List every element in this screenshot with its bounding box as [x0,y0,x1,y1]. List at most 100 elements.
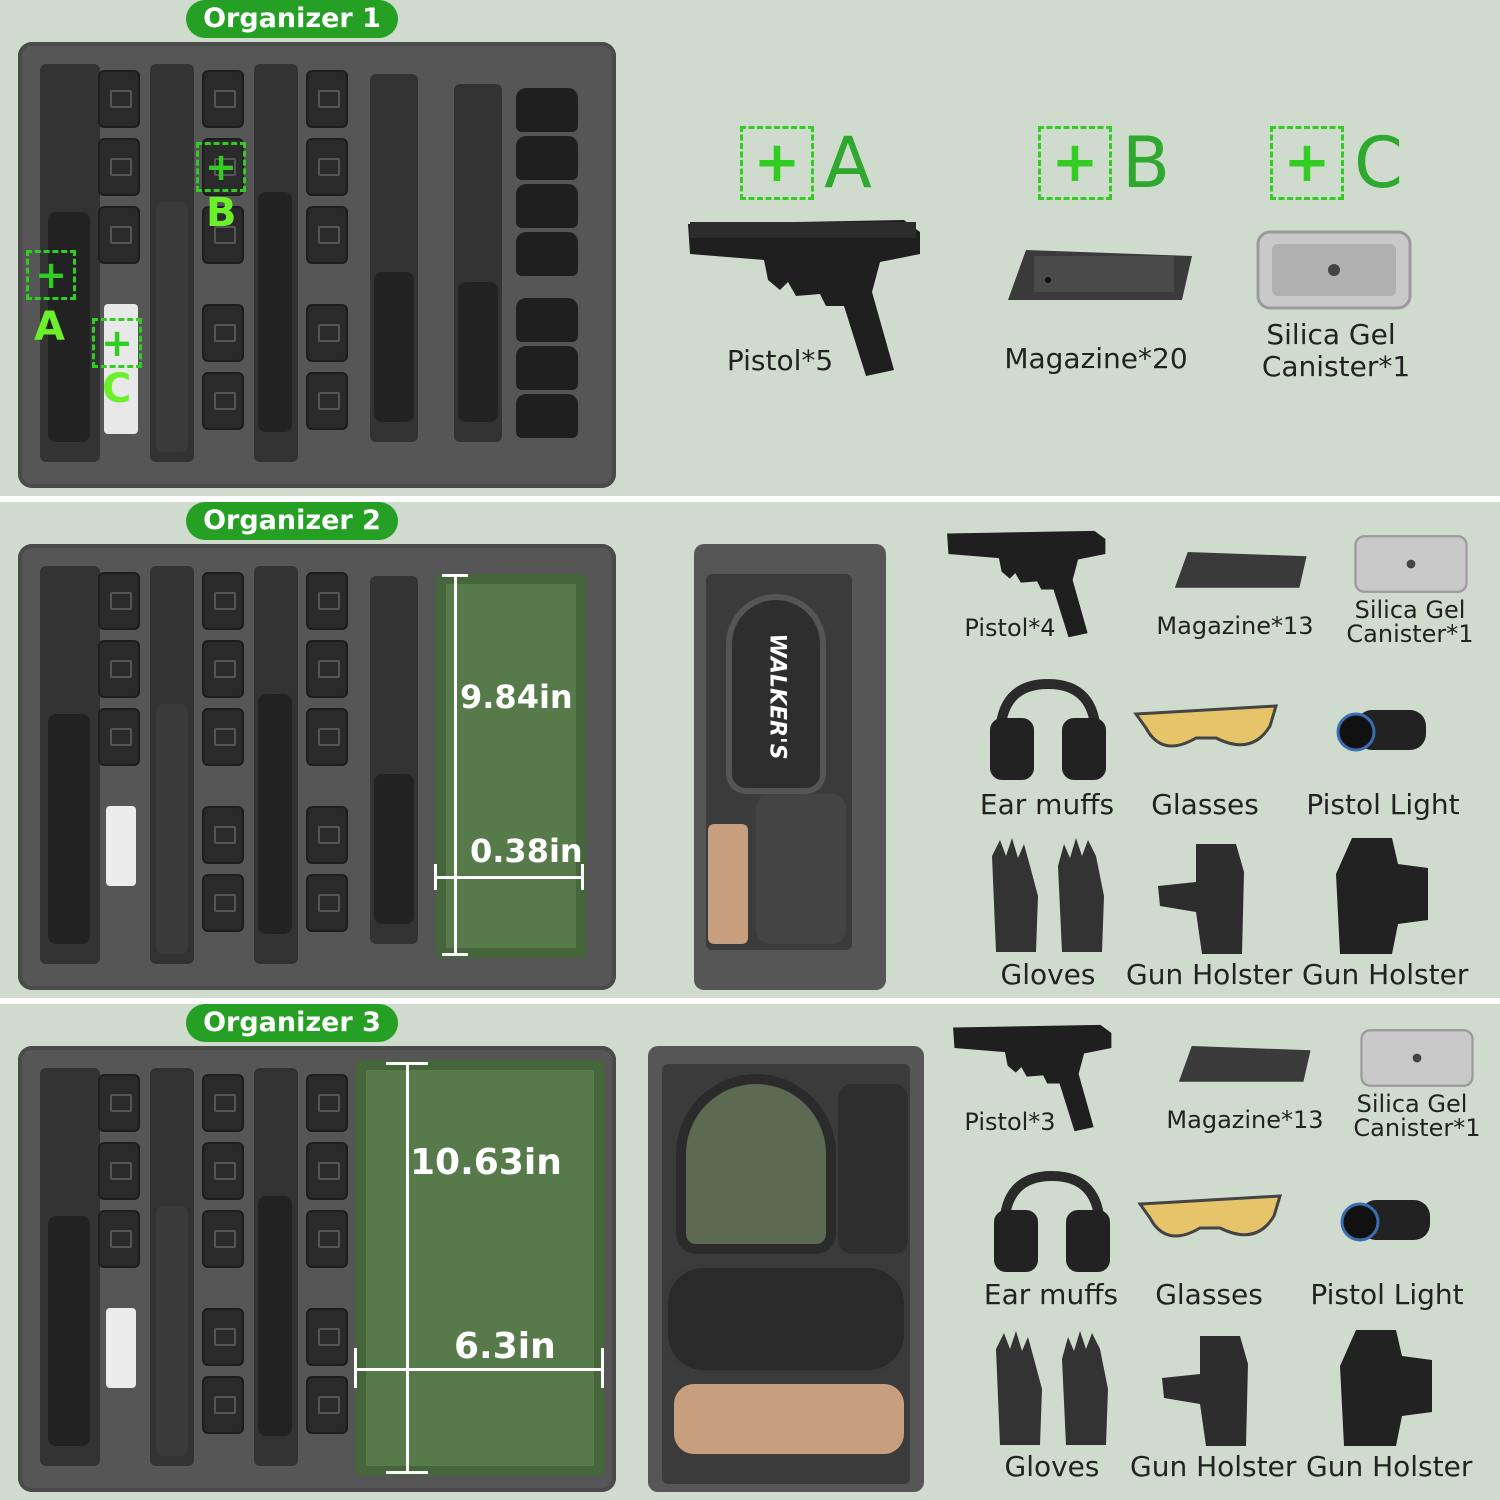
magazine [306,572,348,630]
magazine [202,1308,244,1366]
pistol [48,1216,90,1446]
pistol [374,774,414,924]
magazine [202,70,244,128]
height-dimension-cap [442,953,468,956]
marker-a-plus-icon: + [35,253,67,297]
item-label: Ear muffs [983,1278,1119,1311]
ear-muffs [726,594,826,794]
organizer-2-accessory-case: WALKER'S [694,544,886,990]
organizer-1-badge: Organizer 1 [186,0,398,38]
magazine [202,1210,244,1268]
legend-a-plus-icon: + [753,130,801,195]
magazine [98,1142,140,1200]
legend-b-plus-icon: + [1051,130,1099,195]
silica-gel-canister [106,1308,136,1388]
magazine [306,708,348,766]
magazine [306,206,348,264]
magazine [202,1142,244,1200]
organizer-3-badge: Organizer 3 [186,1004,398,1042]
pistol-icon [953,1024,1112,1132]
item-label: Ear muffs [979,788,1115,821]
glasses-case [664,1264,908,1374]
legend-a-letter: A [824,122,872,204]
item-label: Pistol Light [1310,1278,1464,1311]
accessory-compartment [662,1064,910,1484]
width-dimension-line [434,876,584,879]
pistol-light-icon [1340,1200,1430,1242]
width-dimension-label: 6.3in [454,1326,556,1367]
item-label: Gloves [1004,1450,1100,1483]
magazine [98,1210,140,1268]
magazine [306,874,348,932]
magazine [202,206,244,264]
storage-cavity [356,1060,604,1476]
magazine [516,88,578,132]
item-label-line-1: Silica Gel [1354,596,1466,624]
ear-muffs-icon [990,678,1106,780]
pistol [374,272,414,422]
silica-gel-canister-icon [1256,230,1412,310]
legend-b-letter: B [1122,122,1171,204]
pistol-icon [947,530,1106,638]
width-dimension-line [354,1368,604,1371]
marker-c-target [92,318,142,368]
section-divider [0,496,1500,502]
organizer-2-badge: Organizer 2 [186,502,398,540]
holster [674,1384,904,1454]
magazine [306,138,348,196]
item-label: Pistol Light [1306,788,1460,821]
magazine-icon [1008,250,1192,300]
pistol-light-icon [1336,710,1426,752]
marker-b-plus-icon: + [205,145,237,189]
organizer-3-accessory-case [648,1046,924,1492]
gun-holster-icon [1162,1336,1248,1446]
width-dimension-cap [354,1348,357,1388]
magazine [98,206,140,264]
legend-c-label-line-2: Canister*1 [1261,350,1411,383]
magazine [306,640,348,698]
item-label-line-2: Canister*1 [1346,620,1474,648]
magazine [516,184,578,228]
magazine [306,70,348,128]
legend-c-target [1270,126,1344,200]
organizer-2-foam-tray: 9.84in 0.38in [18,544,616,990]
legend-a-target [740,126,814,200]
glasses-icon [1133,704,1279,748]
magazine [202,572,244,630]
pistol [156,704,188,954]
silica-gel-canister-icon [1360,1029,1474,1087]
gun-holster-icon [1340,1330,1432,1446]
magazine [98,1074,140,1132]
marker-c-plus-icon: + [101,321,133,365]
marker-b-letter: B [206,190,237,236]
magazine [202,640,244,698]
magazine [202,1376,244,1434]
side-case-brand: WALKER'S [764,633,790,760]
organizer-2-section: Organizer 2 9.84in 0.38in [0,502,1500,998]
magazine [306,806,348,864]
item-label: Pistol*4 [964,614,1056,642]
legend-b-target [1038,126,1112,200]
marker-a-target [26,250,76,300]
marker-c-letter: C [102,366,132,412]
organizer-1-section: Organizer 1 [0,0,1500,496]
legend-a-label: Pistol*5 [726,344,834,377]
magazine-icon [1178,1045,1311,1082]
organizer-3-section: Organizer 3 10.63in 6.3in [0,1004,1500,1500]
gloves [838,1084,908,1254]
magazine [202,874,244,932]
item-label: Gun Holster [1306,1450,1473,1483]
marker-a-letter: A [34,304,65,350]
legend-c-label-line-1: Silica Gel [1266,318,1396,351]
item-label-line-1: Silica Gel [1356,1090,1468,1118]
magazine [516,298,578,342]
item-label: Glasses [1151,788,1259,821]
magazine [98,640,140,698]
organizer-3-foam-tray: 10.63in 6.3in [18,1046,616,1492]
magazine [202,806,244,864]
gloves-icon [996,1331,1108,1445]
item-label: Gun Holster [1126,958,1293,991]
legend-c-plus-icon: + [1283,130,1331,195]
silica-gel-canister [104,304,138,434]
item-label: Pistol*3 [964,1108,1056,1136]
